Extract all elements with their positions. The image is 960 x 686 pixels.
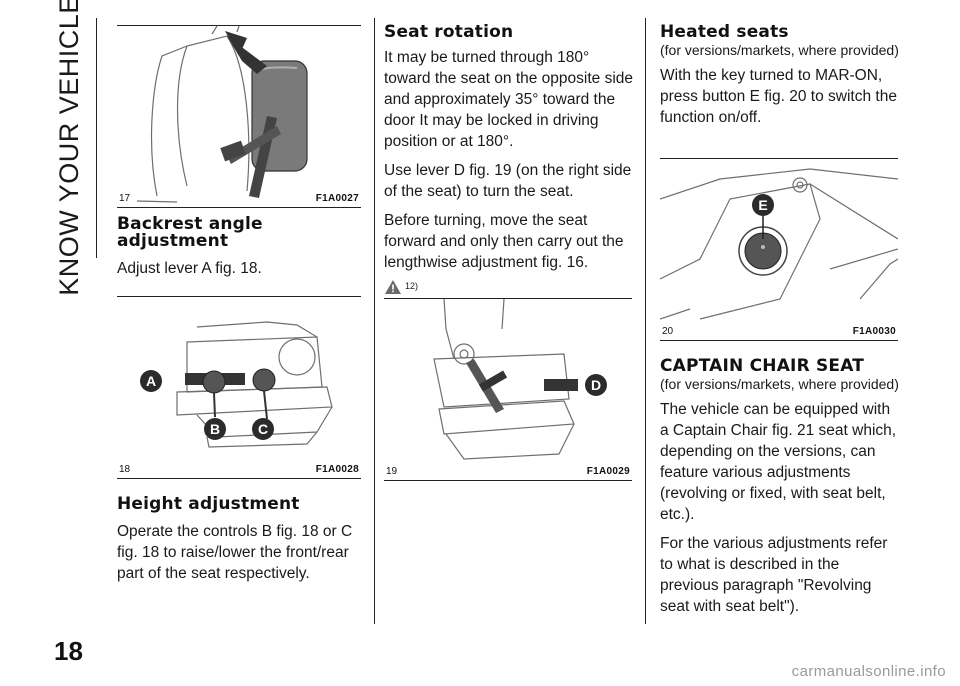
rotation-paragraph-3: Before turning, move the seat forward an… [384, 212, 624, 271]
figure-19-number: 19 [386, 466, 398, 477]
backrest-heading: Backrest angle adjustment [117, 214, 263, 251]
figure-18-label-c: C [258, 421, 268, 437]
captain-subheading: (for versions/markets, where provided) [660, 376, 899, 392]
captain-section: CAPTAIN CHAIR SEAT (for versions/markets… [660, 358, 900, 617]
watermark-link[interactable]: carmanualsonline.info [791, 663, 946, 680]
figure-17: 17 F1A0027 [117, 25, 361, 208]
figure-18: A B C 18 F1A0028 [117, 296, 361, 479]
height-heading: Height adjustment [117, 494, 300, 514]
section-side-title-text: KNOW YOUR VEHICLE [53, 0, 84, 296]
page-number: 18 [54, 636, 83, 666]
figure-20-code: F1A0030 [852, 326, 896, 337]
figure-18-label-a: A [146, 373, 156, 389]
figure-20-number: 20 [662, 326, 674, 337]
captain-paragraph-2: For the various adjustments refer to wha… [660, 535, 888, 615]
captain-paragraph-1: The vehicle can be equipped with a Capta… [660, 401, 897, 523]
figure-17-code: F1A0027 [315, 193, 359, 204]
rotation-warning: 12) [384, 279, 636, 295]
rotation-paragraph-1: It may be turned through 180° toward the… [384, 49, 634, 150]
column-divider-left [374, 18, 375, 624]
figure-18-number: 18 [119, 464, 131, 475]
figure-18-label-b: B [210, 421, 220, 437]
captain-heading: CAPTAIN CHAIR SEAT [660, 356, 865, 376]
figure-19-label-d: D [591, 377, 601, 393]
side-divider-rule [96, 18, 97, 258]
backrest-body: Adjust lever A fig. 18. [117, 260, 262, 277]
figure-17-seat-illustration [136, 26, 308, 203]
heated-heading: Heated seats [660, 22, 789, 42]
section-side-title: KNOW YOUR VEHICLE [44, 0, 94, 295]
rotation-section: Seat rotation It may be turned through 1… [384, 24, 636, 295]
height-section: Height adjustment Operate the controls B… [117, 496, 361, 584]
backrest-section: Backrest angle adjustment Adjust lever A… [117, 216, 361, 279]
figure-18-seat-illustration: A B C [140, 321, 333, 448]
height-body: Operate the controls B fig. 18 or C fig.… [117, 523, 353, 582]
heated-subheading: (for versions/markets, where provided) [660, 42, 899, 58]
warning-triangle-icon [385, 280, 401, 294]
rotation-paragraph-2: Use lever D fig. 19 (on the right side o… [384, 162, 632, 200]
figure-18-code: F1A0028 [315, 464, 359, 475]
figure-19: D 19 F1A0029 [384, 298, 632, 481]
column-divider-right [645, 18, 646, 624]
heated-body: With the key turned to MAR-ON, press but… [660, 67, 897, 126]
warning-reference: 12) [405, 281, 419, 291]
figure-19-seat-illustration: D [433, 299, 607, 460]
figure-20: E 20 F1A0030 [660, 158, 898, 341]
rotation-heading: Seat rotation [384, 22, 514, 42]
heated-section: Heated seats (for versions/markets, wher… [660, 24, 900, 128]
figure-19-code: F1A0029 [586, 466, 630, 477]
figure-17-number: 17 [119, 193, 131, 204]
figure-20-label-e: E [758, 197, 767, 213]
figure-20-button-illustration: E [660, 168, 898, 320]
